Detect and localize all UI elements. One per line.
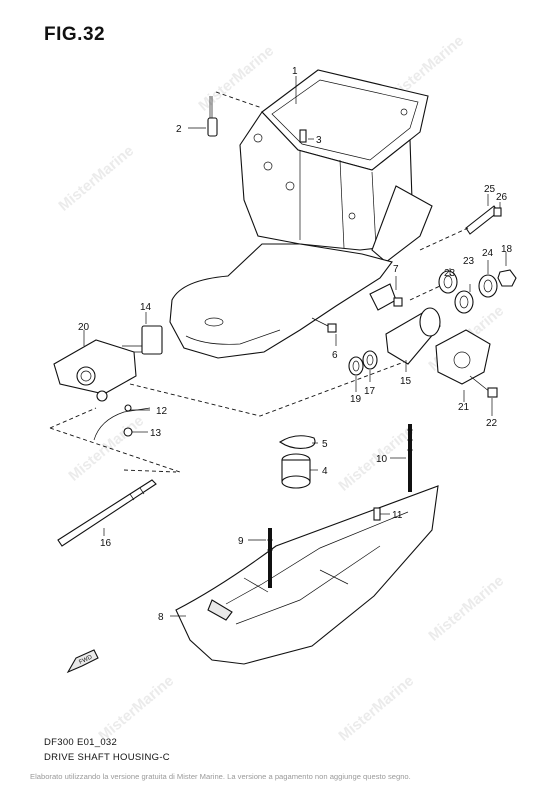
washer-part-19	[348, 356, 364, 376]
callout-7: 7	[393, 264, 399, 275]
callout-8: 8	[158, 612, 164, 623]
callout-23a: 23	[444, 268, 456, 279]
bracket-part-20	[53, 339, 137, 402]
figure-name: DRIVE SHAFT HOUSING-C	[44, 752, 170, 763]
bushing-part-15	[385, 307, 441, 365]
mount-housing-part-21	[435, 329, 491, 385]
callout-24: 24	[482, 248, 494, 259]
callout-16: 16	[100, 538, 112, 549]
screw-part-7b	[393, 297, 403, 307]
nut-part-18	[497, 269, 517, 287]
washer-part-23a	[454, 290, 474, 314]
callout-9: 9	[238, 536, 244, 547]
washer-part-17	[362, 350, 378, 370]
dowel-pin-part-3	[299, 129, 307, 143]
clamp-part-12	[93, 404, 151, 441]
lower-housing-part-8	[175, 485, 439, 665]
screw-part-26	[493, 207, 502, 217]
stud-part-16	[57, 479, 157, 547]
callout-11: 11	[392, 510, 403, 521]
callout-6: 6	[332, 350, 338, 361]
callout-4: 4	[322, 466, 328, 477]
callout-20: 20	[78, 322, 90, 333]
callout-numbers: 1 2 3 4 5 6 7 8 9 10 11 12 13 14 15 16 1…	[78, 66, 513, 623]
callout-10: 10	[376, 454, 388, 465]
washer-part-24	[478, 274, 498, 298]
callout-2: 2	[176, 124, 182, 135]
callout-21: 21	[458, 402, 470, 413]
stud-part-10	[407, 424, 413, 492]
callout-1: 1	[292, 66, 298, 77]
leader-lines	[83, 76, 507, 617]
circlip-part-5	[278, 435, 316, 449]
connector-part-14	[122, 325, 163, 355]
callout-14: 14	[140, 302, 152, 313]
bolt-part-22	[469, 375, 498, 398]
callout-26: 26	[496, 192, 508, 203]
callout-22: 22	[486, 418, 498, 429]
fwd-label: FWD	[78, 654, 94, 665]
clip-part-7	[369, 283, 397, 311]
dowel-part-11	[373, 507, 381, 521]
figure-title: FIG.32	[44, 24, 106, 45]
callout-23b: 23	[463, 256, 475, 267]
model-code: DF300 E01_032	[44, 737, 118, 748]
callout-5: 5	[322, 439, 328, 450]
callout-18: 18	[501, 244, 513, 255]
stud-part-9	[267, 528, 273, 588]
callout-12: 12	[156, 406, 168, 417]
screw-part-6	[311, 317, 337, 333]
washer-part-23b	[438, 270, 458, 294]
callout-25: 25	[484, 184, 496, 195]
bearing-part-4	[281, 453, 311, 489]
callout-13: 13	[150, 428, 162, 439]
bolt-part-2	[207, 96, 218, 137]
drive-shaft-housing	[169, 69, 433, 359]
fwd-arrow-icon: FWD	[66, 649, 99, 674]
callout-17: 17	[364, 386, 376, 397]
disclaimer-text: Elaborato utilizzando la versione gratui…	[30, 772, 411, 781]
callout-3: 3	[316, 135, 322, 146]
dashed-guide-lines	[49, 91, 469, 473]
callout-15: 15	[400, 376, 412, 387]
screw-part-13	[123, 427, 133, 437]
pin-part-25	[465, 205, 499, 235]
callout-19: 19	[350, 394, 362, 405]
